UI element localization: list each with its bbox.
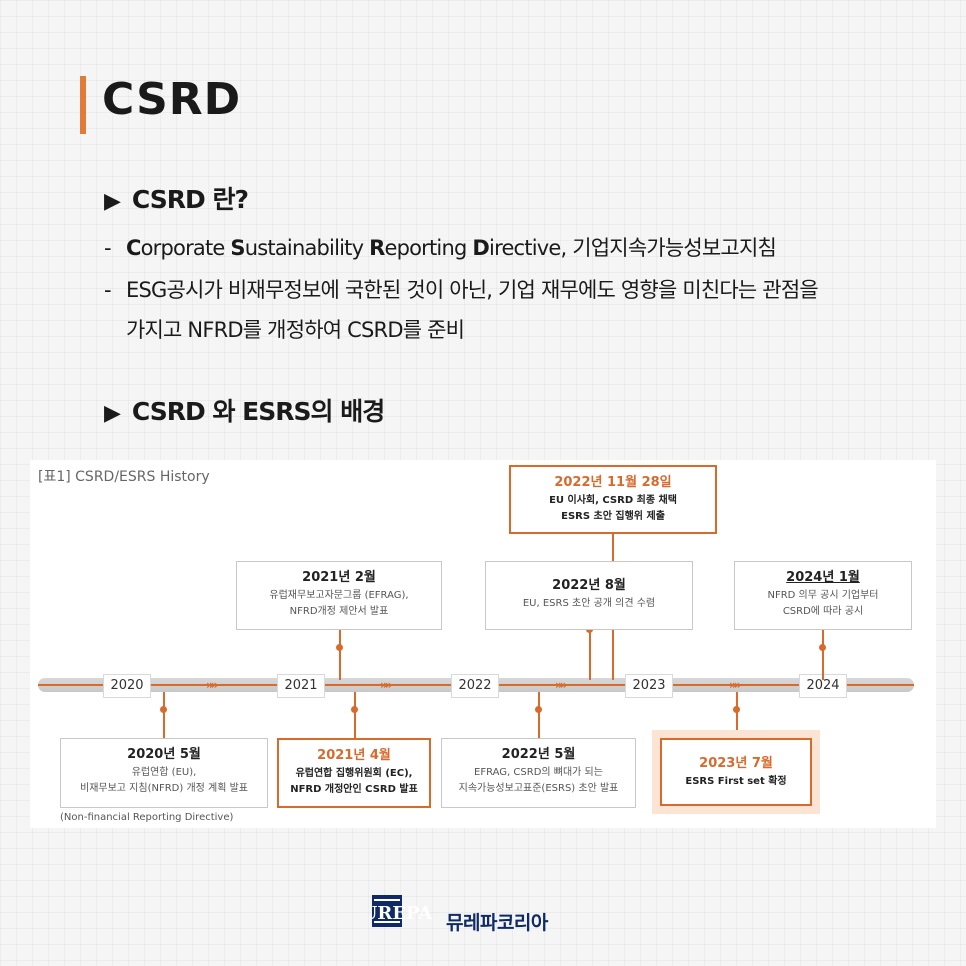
event-desc: 유럽연합 (EU), [131,767,197,778]
dot-2024-01 [819,644,826,651]
chevron-right-icon: »» [380,678,392,692]
bullet-purpose-cont: 가지고 NFRD를 개정하여 CSRD를 준비 [126,318,465,342]
event-desc: NFRD 개정안인 CSRD 발표 [290,784,418,795]
section-heading-what-text: CSRD 란? [131,185,249,214]
svg-text:MUREPA: MUREPA [372,903,433,924]
section-heading-background: ▶ CSRD 와 ESRS의 배경 [104,392,385,428]
connector-2022-08 [589,630,591,680]
event-desc: EU 이사회, CSRD 최종 채택 [549,495,677,506]
event-desc: 유럽연합 집행위원회 (EC), [295,768,413,779]
connector-2024-01 [822,630,824,680]
title-accent-bar [80,76,86,134]
event-2022-08: 2022년 8월 EU, ESRS 초안 공개 의견 수렴 [485,561,693,630]
event-desc: 비재무보고 지침(NFRD) 개정 계획 발표 [80,783,248,794]
chevron-right-icon: »» [206,678,218,692]
event-title: 2020년 5월 [127,747,201,762]
event-2024-01: 2024년 1월 NFRD 의무 공시 기업부터 CSRD에 따라 공시 [734,561,912,630]
triangle-bullet-icon: ▶ [104,401,121,426]
event-title: 2022년 11월 28일 [554,475,672,490]
event-title: 2024년 1월 [786,570,860,585]
event-title: 2022년 5월 [501,747,576,762]
section-heading-what: ▶ CSRD 란? [104,180,249,216]
chevron-right-icon: »» [555,678,567,692]
footnote: (Non-financial Reporting Directive) [60,812,234,823]
dot-2021-04 [351,706,358,713]
event-desc: EFRAG, CSRD의 뼈대가 되는 [474,767,603,778]
section-heading-background-text: CSRD 와 ESRS의 배경 [131,397,385,426]
event-2023-07: 2023년 7월 ESRS First set 확정 [660,738,812,806]
dot-2022-05 [535,706,542,713]
bullet-purpose: -ESG공시가 비재무정보에 국한된 것이 아닌, 기업 재무에도 영향을 미친… [104,278,819,302]
event-desc: ESRS 초안 집행위 제출 [561,511,665,522]
bullet-definition: -Corporate Sustainability Reporting Dire… [104,236,777,260]
year-2021: 2021 [277,674,325,698]
event-2021-04: 2021년 4월 유럽연합 집행위원회 (EC), NFRD 개정안인 CSRD… [277,738,431,808]
event-desc: NFRD 의무 공시 기업부터 [767,590,879,601]
connector-2021-02 [339,630,341,680]
triangle-bullet-icon: ▶ [104,189,121,214]
year-2023: 2023 [625,674,673,698]
event-title: 2023년 7월 [699,756,773,771]
page-title: CSRD [102,74,242,125]
year-2020: 2020 [103,674,151,698]
connector-2022-05 [538,692,540,738]
event-title: 2021년 4월 [317,748,391,763]
event-title: 2021년 2월 [302,570,376,585]
event-desc: 지속가능성보고표준(ESRS) 초안 발표 [458,783,619,794]
year-2022: 2022 [451,674,499,698]
murepa-logo-icon: MUREPA [372,895,433,927]
event-2020-05: 2020년 5월 유럽연합 (EU), 비재무보고 지침(NFRD) 개정 계획… [60,738,268,808]
event-desc: 유럽재무보고자문그룹 (EFRAG), [269,590,409,601]
dot-2020-05 [160,706,167,713]
event-2022-11: 2022년 11월 28일 EU 이사회, CSRD 최종 채택 ESRS 초안… [509,465,717,534]
event-desc: CSRD에 따라 공시 [782,606,864,617]
brand-name: 뮤레파코리아 [446,912,548,934]
event-2022-05: 2022년 5월 EFRAG, CSRD의 뼈대가 되는 지속가능성보고표준(E… [441,738,636,808]
connector-2021-04 [354,692,356,738]
connector-2023-07 [736,692,738,738]
dot-2023-07 [733,706,740,713]
event-2021-02: 2021년 2월 유럽재무보고자문그룹 (EFRAG), NFRD개정 제안서 … [236,561,442,630]
event-desc: NFRD개정 제안서 발표 [289,606,389,617]
event-desc: EU, ESRS 초안 공개 의견 수렴 [522,598,656,609]
chevron-right-icon: »» [729,678,741,692]
event-desc: ESRS First set 확정 [685,776,787,787]
event-title: 2022년 8월 [552,578,626,593]
dot-2021-02 [336,644,343,651]
table-caption: [표1] CSRD/ESRS History [38,469,210,485]
connector-2020-05 [163,692,165,738]
